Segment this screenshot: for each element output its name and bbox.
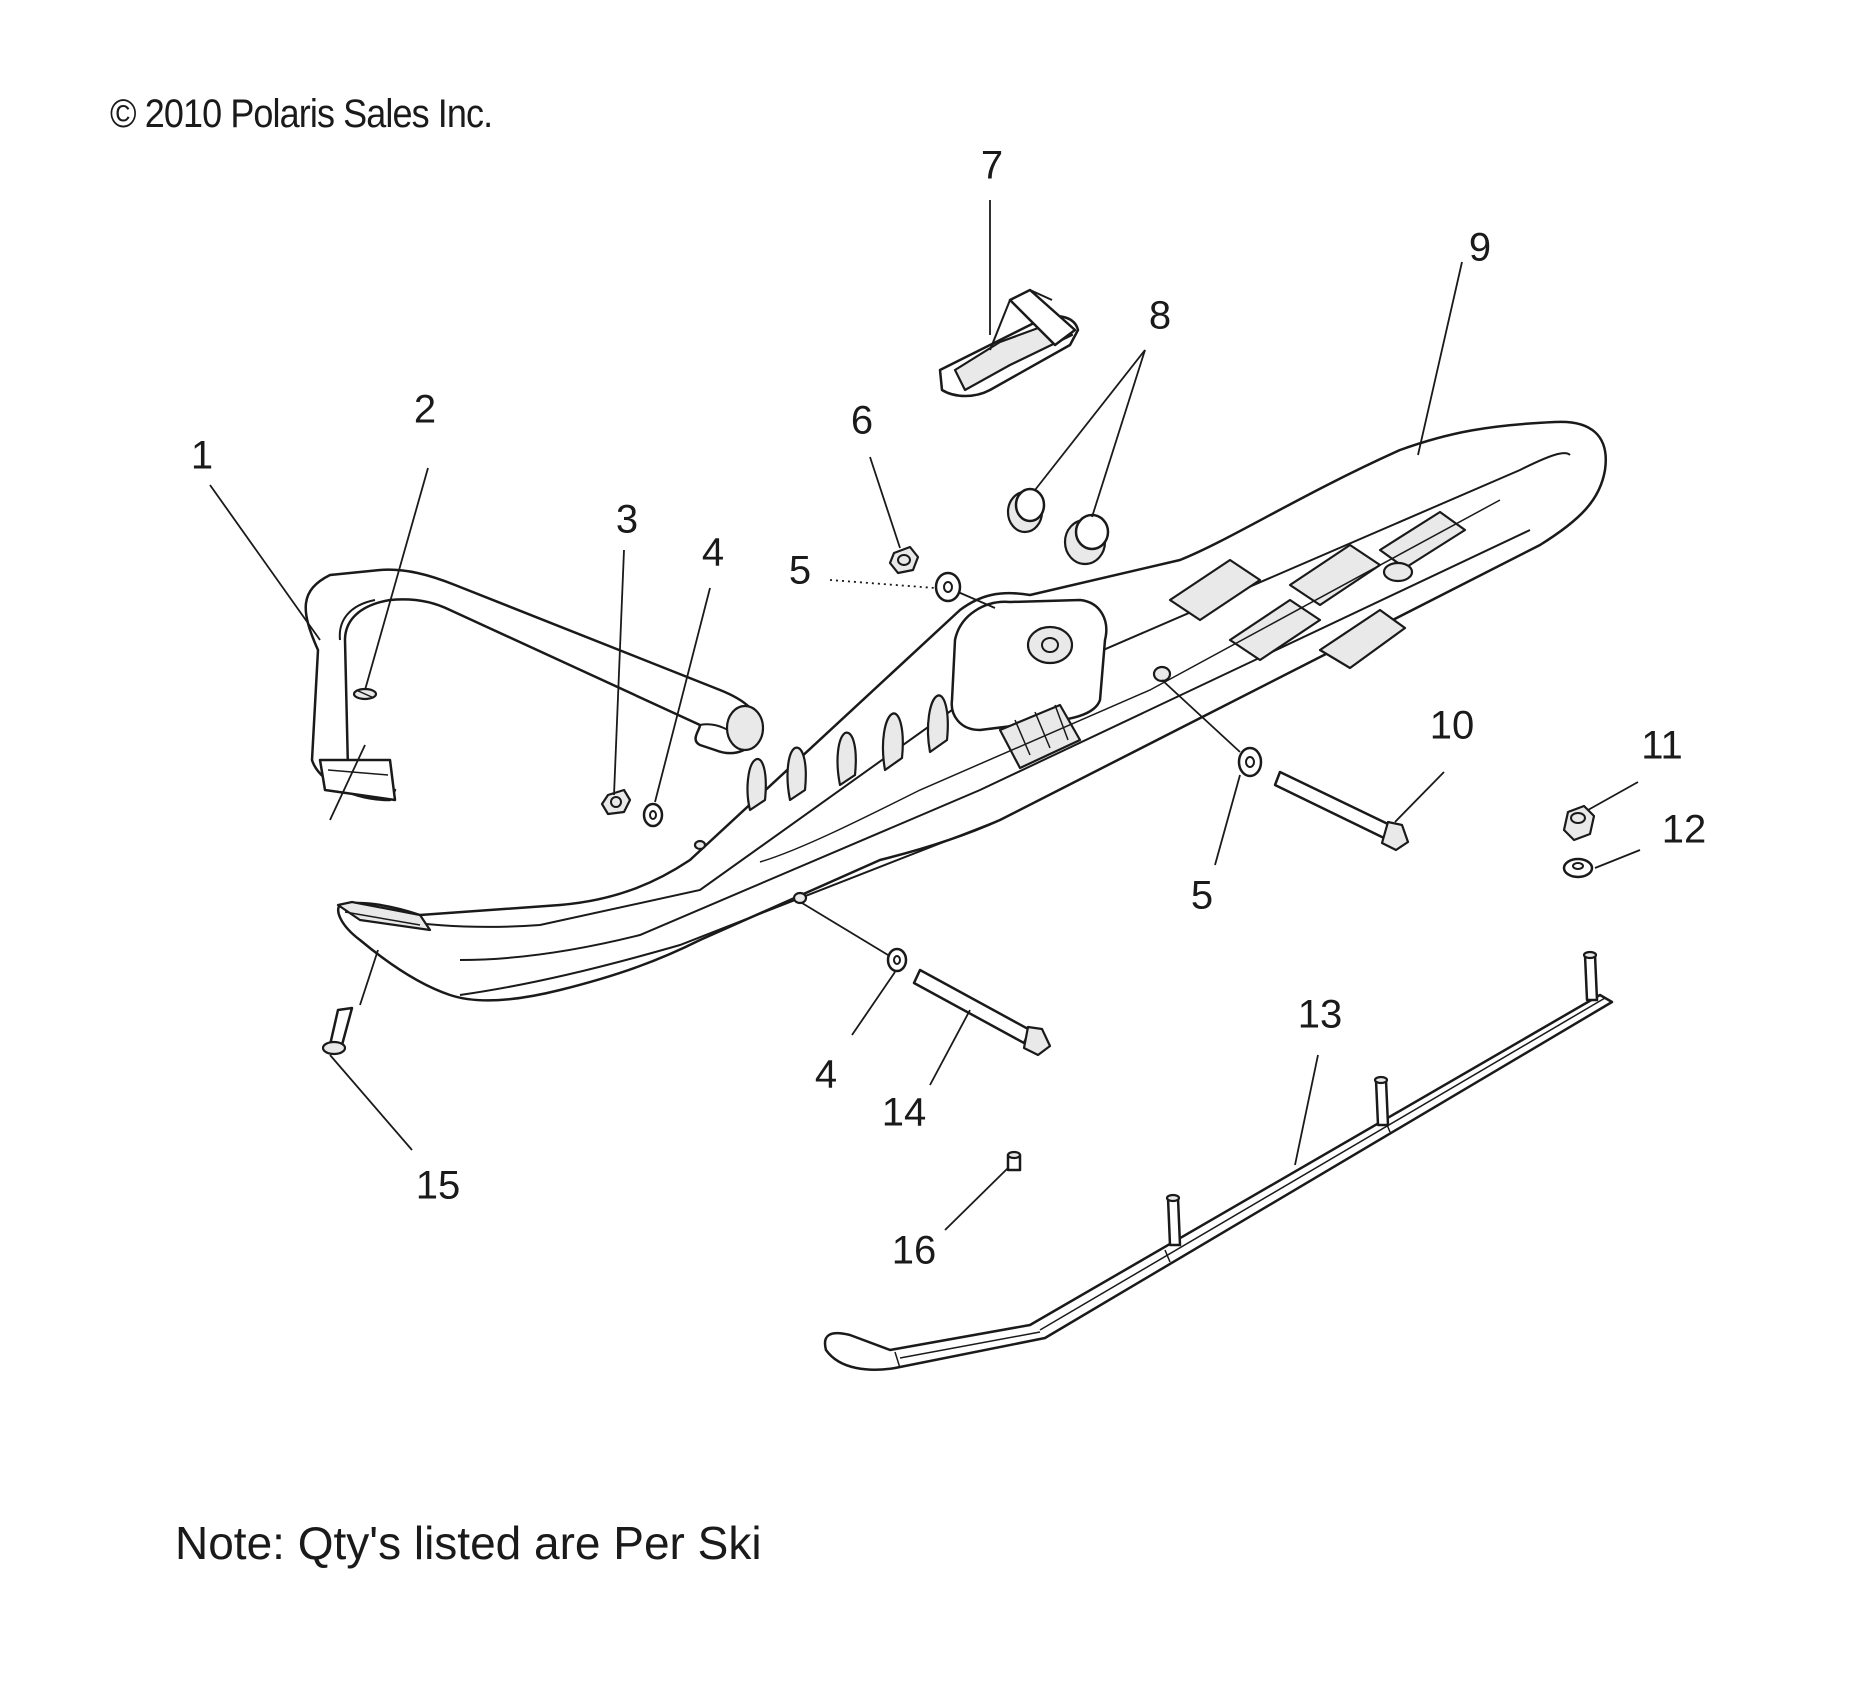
- part-15-pin[interactable]: [321, 1006, 354, 1056]
- part-3-nut[interactable]: [600, 788, 632, 816]
- part-9-ski[interactable]: [336, 420, 1608, 1002]
- callout-5-upper[interactable]: 5: [789, 549, 811, 593]
- leader-lines: [209, 200, 1641, 1231]
- callout-14[interactable]: 14: [882, 1091, 927, 1135]
- part-5-washer-upper[interactable]: [934, 571, 962, 603]
- part-16-insert[interactable]: [1006, 1150, 1022, 1172]
- quantity-note: Note: Qty's listed are Per Ski: [175, 1517, 762, 1569]
- part-7-skid-pad[interactable]: [938, 288, 1080, 398]
- callout-7[interactable]: 7: [981, 144, 1003, 188]
- callout-15[interactable]: 15: [416, 1164, 461, 1208]
- part-8-bushings[interactable]: [1006, 487, 1110, 566]
- part-6-nut[interactable]: [888, 545, 920, 575]
- callout-4-upper[interactable]: 4: [702, 531, 724, 575]
- callout-numbers: 1 2 3 4 5 6 7 8 9 10 11 12 5 4 14 13 16 …: [191, 144, 1706, 1273]
- part-5-washer-lower[interactable]: [1237, 746, 1263, 778]
- callout-2[interactable]: 2: [414, 388, 436, 432]
- callout-6[interactable]: 6: [851, 399, 873, 443]
- callout-3[interactable]: 3: [616, 498, 638, 542]
- part-14-bolt[interactable]: [912, 968, 1052, 1057]
- callout-4-lower[interactable]: 4: [815, 1053, 837, 1097]
- part-12-washer[interactable]: [1562, 857, 1594, 879]
- callout-9[interactable]: 9: [1469, 226, 1491, 270]
- part-4-washer-upper[interactable]: [642, 802, 664, 828]
- part-2-pin[interactable]: [352, 687, 378, 701]
- callout-10[interactable]: 10: [1430, 704, 1475, 748]
- callout-5-lower[interactable]: 5: [1191, 874, 1213, 918]
- callout-13[interactable]: 13: [1298, 993, 1343, 1037]
- part-13-carbide-runner[interactable]: [823, 950, 1614, 1371]
- part-1-ski-loop[interactable]: [304, 568, 765, 802]
- part-10-bolt[interactable]: [1273, 770, 1410, 852]
- callout-12[interactable]: 12: [1662, 808, 1707, 852]
- part-4-washer-lower[interactable]: [886, 947, 908, 973]
- callout-11[interactable]: 11: [1641, 724, 1683, 768]
- callout-1[interactable]: 1: [191, 434, 213, 478]
- copyright-notice: © 2010 Polaris Sales Inc.: [110, 92, 493, 136]
- callout-8[interactable]: 8: [1149, 294, 1171, 338]
- callout-16[interactable]: 16: [892, 1229, 937, 1273]
- part-11-lock-nut[interactable]: [1562, 804, 1596, 842]
